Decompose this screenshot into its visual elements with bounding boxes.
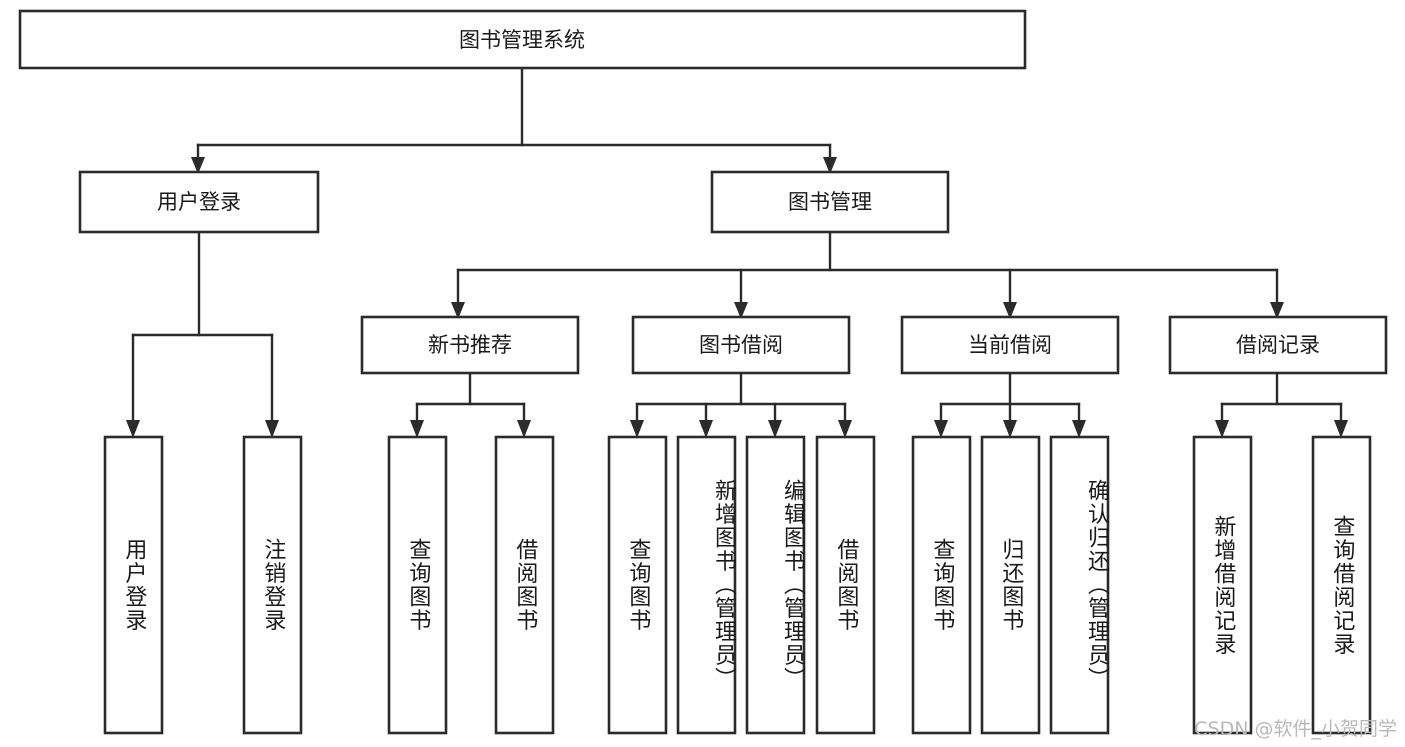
arrowhead-record	[1270, 302, 1284, 319]
arrowhead-leaf-9	[934, 420, 948, 438]
arrowhead-leaf-3	[410, 420, 424, 438]
arrowhead-leaf-2	[265, 420, 279, 438]
arrowhead-leaf-12	[1215, 420, 1229, 438]
arrowhead-leaf-7	[768, 420, 782, 438]
leaf-box-4[interactable]	[494, 435, 555, 735]
arrowhead-new-book	[451, 302, 465, 319]
node-root-box[interactable]	[18, 9, 1027, 70]
node-current-borrow-label: 当前借阅	[968, 333, 1052, 357]
leaf-box-7[interactable]	[745, 435, 806, 735]
node-book-borrow[interactable]: 图书借阅	[631, 315, 851, 375]
node-borrow-record-box[interactable]	[1168, 315, 1388, 375]
leaf-box-10[interactable]	[980, 435, 1041, 735]
connector-group-current	[934, 371, 1086, 438]
node-book-management-box[interactable]	[710, 170, 950, 234]
leaf-box-2[interactable]	[242, 435, 303, 735]
leaf-box-3[interactable]	[387, 435, 448, 735]
node-book-management-label: 图书管理	[788, 190, 872, 214]
watermark-text: CSDN @软件_小贺同学	[1194, 718, 1397, 740]
node-book-borrow-box[interactable]	[631, 315, 851, 375]
node-borrow-record[interactable]: 借阅记录	[1168, 315, 1388, 375]
leaf-box-1[interactable]	[103, 435, 164, 735]
arrowhead-leaf-4	[517, 420, 531, 438]
leaf-box-11[interactable]	[1049, 435, 1110, 735]
node-book-management[interactable]: 图书管理	[710, 170, 950, 234]
node-user-login-box[interactable]	[78, 170, 320, 234]
leaf-boxes	[103, 435, 1372, 735]
connector-group-new-book	[410, 371, 531, 438]
leaf-box-8[interactable]	[815, 435, 876, 735]
arrowhead-leaf-5	[630, 420, 644, 438]
node-user-login[interactable]: 用户登录	[78, 170, 320, 234]
arrowhead-book-mgmt	[823, 157, 837, 174]
leaf-box-12[interactable]	[1192, 435, 1253, 735]
node-root-label: 图书管理系统	[459, 28, 585, 52]
arrowhead-leaf-1	[126, 420, 140, 438]
leaf-box-9[interactable]	[911, 435, 972, 735]
arrowhead-leaf-13	[1334, 420, 1348, 438]
node-new-book-recommend-label: 新书推荐	[428, 333, 512, 357]
node-new-book-recommend-box[interactable]	[360, 315, 580, 375]
arrowhead-user-login	[191, 157, 205, 174]
connector-group-root	[191, 66, 837, 174]
leaf-box-5[interactable]	[607, 435, 668, 735]
node-book-borrow-label: 图书借阅	[699, 333, 783, 357]
connector-group-book-mgmt	[451, 230, 1284, 319]
arrowhead-leaf-8	[838, 420, 852, 438]
connector-group-user-login	[126, 230, 279, 438]
leaf-box-6[interactable]	[676, 435, 737, 735]
arrowhead-borrow	[734, 302, 748, 319]
node-root[interactable]: 图书管理系统	[18, 9, 1027, 70]
arrowhead-leaf-10	[1003, 420, 1017, 438]
connector-group-record	[1215, 371, 1348, 438]
arrowhead-current	[1003, 302, 1017, 319]
node-new-book-recommend[interactable]: 新书推荐	[360, 315, 580, 375]
leaf-box-13[interactable]	[1311, 435, 1372, 735]
connector-group-borrow	[630, 371, 852, 438]
arrowhead-leaf-6	[699, 420, 713, 438]
node-user-login-label: 用户登录	[157, 190, 241, 214]
node-current-borrow[interactable]: 当前借阅	[900, 315, 1120, 375]
node-current-borrow-box[interactable]	[900, 315, 1120, 375]
arrowhead-leaf-11	[1072, 420, 1086, 438]
node-borrow-record-label: 借阅记录	[1236, 333, 1320, 357]
